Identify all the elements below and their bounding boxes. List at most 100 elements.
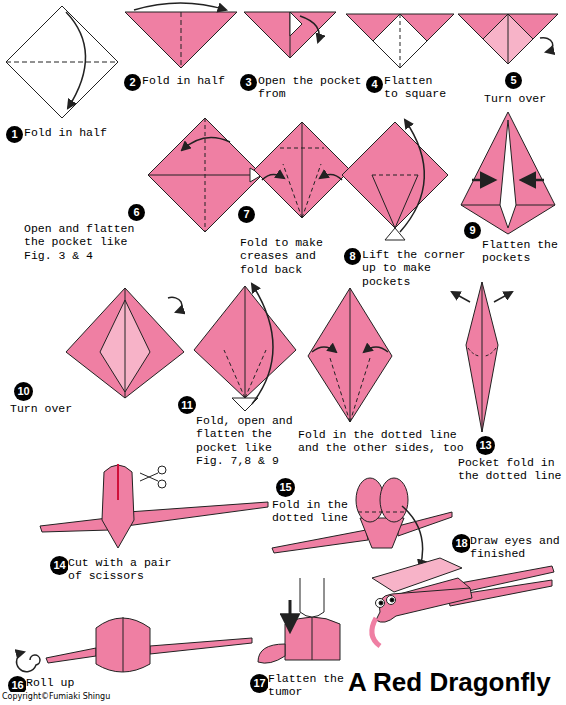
step-sixteen-figure-part [123,617,124,672]
callout-number: 16 [11,680,23,691]
step-two-figure-part [134,3,226,10]
step-eighteen-figure-part [372,618,380,646]
instruction-box: Copyright©Fumiaki Shingu [2,693,202,701]
instruction-box: Flatten the pockets [482,238,562,265]
step-thirteen-figure-part [466,282,498,432]
step-six-figure [148,118,262,232]
step-five-figure [458,14,558,64]
step-five-figure-part [483,14,533,64]
step-one-figure-part [66,12,86,108]
step-twelve-figure-part [350,288,351,422]
instruction-text: Open and flatten the pocket like Fig. 3 … [24,222,134,262]
step-nine-figure-part [472,179,494,182]
step-fifteen-figure [272,478,452,568]
title-box: A Red Dragonfly [348,668,551,698]
step-number: 18 [452,534,471,553]
step-seven-figure-part [262,174,284,180]
step-number: 2 [124,74,141,91]
step-number: 1 [6,126,23,143]
instruction-box: Fold, open and flatten the pocket like F… [196,414,296,468]
instruction-text: Flatten the pockets [482,238,558,264]
step-twelve-figure-part [312,347,336,352]
step-fifteen-figure-part [360,518,404,548]
instruction-box: Flatten to square [384,74,450,101]
step-fourteen-figure-part [40,518,110,532]
step-eight-figure-part [400,120,424,232]
callout-number: 15 [279,482,291,493]
step-three-figure-part [244,12,336,58]
step-seventeen-figure-part [285,617,340,660]
step-number: 4 [366,76,383,93]
callout-number: 1 [11,129,17,140]
step-thirteen-figure-part [484,348,496,356]
instruction-box: Fold in the dotted line [272,498,356,525]
step-thirteen-figure-part [494,292,512,302]
instruction-text: Pocket fold in the dotted line [458,456,562,482]
step-twelve-figure-part [350,358,370,422]
instruction-text: Fold in the dotted line [272,498,348,524]
step-eleven-figure-part [224,350,245,398]
step-nine-figure-part [461,205,500,206]
step-eighteen-figure-part [376,588,472,622]
step-eleven-figure-part [252,284,273,404]
instruction-box: Roll up [26,676,96,689]
instruction-text: Flatten the tumor [268,672,344,698]
step-number: 9 [464,222,481,239]
callout-number: 6 [133,207,139,218]
instruction-text: Draw eyes and finished [470,534,560,560]
instruction-text: Fold to make creases and fold back [240,236,323,276]
step-number: 14 [50,556,69,575]
step-eleven-figure-part [245,350,266,398]
instruction-box: Draw eyes and finished [470,534,566,561]
step-seven-figure-part [280,148,324,149]
step-nine-figure-part [522,179,544,182]
instruction-text: Roll up [26,676,74,689]
instruction-text: Fold in half [24,126,107,139]
step-seventeen-figure-part [258,644,285,663]
step-fifteen-figure-part [398,512,452,536]
step-nine-figure-part [461,112,555,234]
step-two-figure-part [125,12,237,68]
step-twelve-figure [308,288,392,422]
step-ten-figure [66,288,184,398]
step-four-figure [346,14,454,68]
instruction-text: Cut with a pair of scissors [68,556,172,582]
step-fifteen-figure-part [380,478,408,522]
instruction-text: Lift the corner up to make pockets [362,248,466,288]
callout-number: 17 [253,678,265,689]
callout-number: 4 [371,79,377,90]
instruction-box: Open and flatten the pocket like Fig. 3 … [24,222,142,262]
step-two-figure-part [181,12,182,68]
instruction-box: Open the pocket from [258,74,364,101]
instruction-text: Fold in half [142,74,225,87]
step-fourteen-figure-part [140,473,158,481]
instruction-text: Fold, open and flatten the pocket like F… [196,414,293,467]
step-eleven-figure-part [245,286,246,398]
step-eight-figure-part [372,175,395,228]
step-fourteen-figure-part [117,464,119,500]
step-one-figure [6,6,118,118]
step-one-figure-part [6,6,118,118]
step-number: 3 [240,74,257,91]
step-eleven-figure [194,284,296,411]
step-fifteen-figure-part [358,512,406,513]
step-three-figure [244,12,336,58]
callout-number: 11 [181,400,193,411]
step-fifteen-figure-part [402,506,423,568]
step-five-figure-part [458,14,558,64]
step-sixteen-figure-part [150,638,252,654]
instruction-text: Copyright©Fumiaki Shingu [2,692,110,701]
step-seventeen-figure [258,578,340,663]
instruction-text: Turn over [10,402,72,415]
step-seven-figure-part [283,164,302,218]
callout-number: 3 [245,77,251,88]
step-seven-figure-part [320,174,342,180]
step-fourteen-figure-part [102,465,134,548]
step-twelve-figure-part [308,288,392,422]
step-five-figure-part [540,38,553,52]
callout-number: 10 [17,386,29,397]
step-number: 8 [344,248,361,265]
step-nine-figure-part [500,120,516,228]
step-sixteen-figure [17,617,252,672]
instruction-box: Flatten the tumor [268,672,348,699]
